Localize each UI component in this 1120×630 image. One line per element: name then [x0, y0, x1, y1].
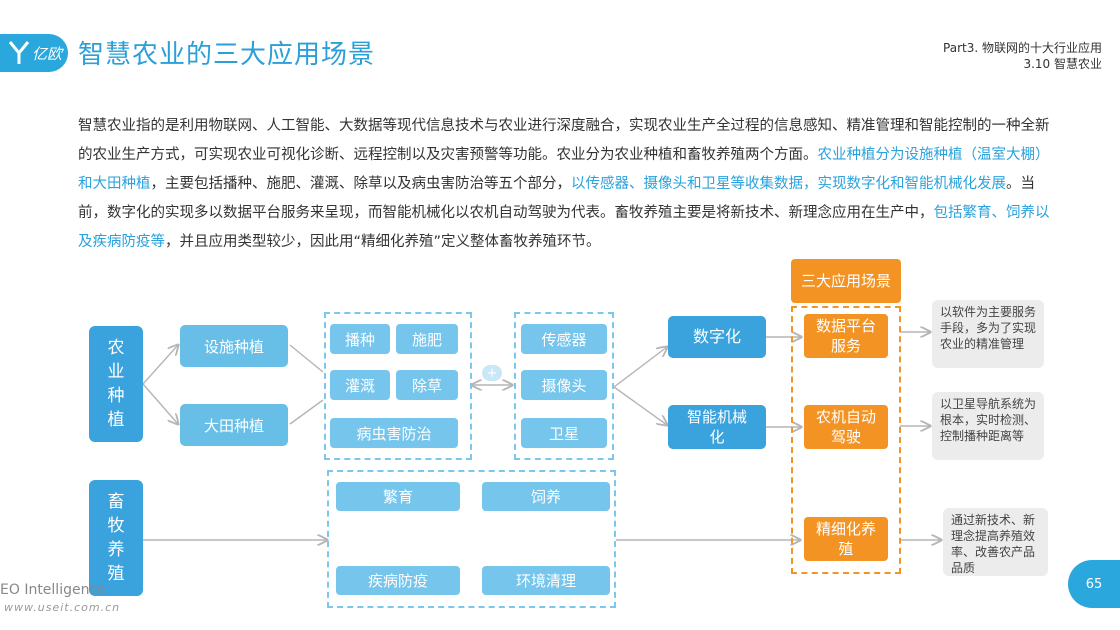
agri-planting-node: 农业种植: [89, 326, 143, 442]
part-line-1: Part3. 物联网的十大行业应用: [943, 41, 1102, 55]
scene-autonomous-machinery: 农机自动驾驶: [804, 405, 888, 449]
camera-node: 摄像头: [521, 370, 607, 400]
task-fertilizing: 施肥: [396, 324, 458, 354]
satellite-node: 卫星: [521, 418, 607, 448]
footer-brand: EO Intelligence: [0, 582, 106, 598]
note-data-platform: 以软件为主要服务手段，多为了实现农业的精准管理: [932, 300, 1044, 368]
task-sowing: 播种: [330, 324, 390, 354]
scene-autonomous-machinery-label: 农机自动驾驶: [815, 408, 876, 446]
agri-planting-label: 农业种植: [107, 338, 125, 430]
page-number: 65: [1068, 560, 1120, 608]
para-highlight-1: 农业种植分为设施种植（温室大棚）和大田种植: [78, 147, 1050, 192]
task-pest-control: 病虫害防治: [330, 418, 458, 448]
task-feeding: 饲养: [482, 482, 610, 511]
planting-tasks-group: [324, 312, 472, 460]
scenes-title-label: 三大应用场景: [800, 272, 891, 290]
para-highlight-3: 包括繁育、饲养以及疾病防疫等: [78, 205, 1050, 250]
scenes-group: [791, 306, 901, 574]
task-environment-cleaning: 环境清理: [482, 566, 610, 595]
scene-refined-breeding-label: 精细化养殖: [815, 520, 876, 558]
sensor-node: 传感器: [521, 324, 607, 354]
part-line-2: 3.10 智慧农业: [1023, 57, 1102, 71]
para-text-2: ，主要包括播种、施肥、灌溉、除草以及病虫害防治等五个部分，: [150, 176, 572, 192]
para-highlight-2: 以传感器、摄像头和卫星等收集数据，实现数字化和智能机械化发展: [571, 176, 1006, 192]
smart-machinery-node: 智能机械化: [668, 405, 766, 449]
logo-y-icon: [8, 41, 30, 64]
scene-refined-breeding: 精细化养殖: [804, 517, 888, 561]
note-autonomous-machinery: 以卫星导航系统为根本，实时检测、控制播种距离等: [932, 392, 1044, 460]
digitalization-node: 数字化: [668, 316, 766, 358]
para-text-1: 智慧农业指的是利用物联网、人工智能、大数据等现代信息技术与农业进行深度融合，实现…: [78, 118, 1050, 163]
task-irrigation: 灌溉: [330, 370, 390, 400]
smart-machinery-label: 智能机械化: [686, 408, 747, 446]
livestock-node: 畜牧养殖: [89, 480, 143, 596]
note-refined-breeding: 通过新技术、新理念提高养殖效率、改善农产品品质: [943, 508, 1048, 576]
task-disease-prevention: 疾病防疫: [336, 566, 460, 595]
field-planting-node: 大田种植: [180, 404, 288, 446]
logo: 亿欧: [0, 34, 68, 72]
logo-text: 亿欧: [32, 45, 63, 63]
task-breeding: 繁育: [336, 482, 460, 511]
section-label: Part3. 物联网的十大行业应用 3.10 智慧农业: [943, 40, 1102, 72]
sensors-group: [514, 312, 614, 460]
livestock-tasks-group: [327, 470, 616, 608]
page-title: 智慧农业的三大应用场景: [78, 40, 376, 70]
intro-paragraph: 智慧农业指的是利用物联网、人工智能、大数据等现代信息技术与农业进行深度融合，实现…: [78, 112, 1058, 257]
para-text-4: ，并且应用类型较少，因此用“精细化养殖”定义整体畜牧养殖环节。: [165, 234, 601, 250]
scene-data-platform-label: 数据平台服务: [815, 317, 876, 355]
task-weeding: 除草: [396, 370, 458, 400]
scenes-title: 三大应用场景: [791, 259, 901, 303]
plus-icon: +: [482, 365, 502, 381]
facility-planting-node: 设施种植: [180, 325, 288, 367]
scene-data-platform: 数据平台服务: [804, 314, 888, 358]
livestock-label: 畜牧养殖: [107, 492, 125, 584]
para-text-3: 。当前，数字化的实现多以数据平台服务来呈现，而智能机械化以农机自动驾驶为代表。畜…: [78, 176, 1035, 221]
footer-url: www.useit.com.cn: [4, 601, 121, 614]
